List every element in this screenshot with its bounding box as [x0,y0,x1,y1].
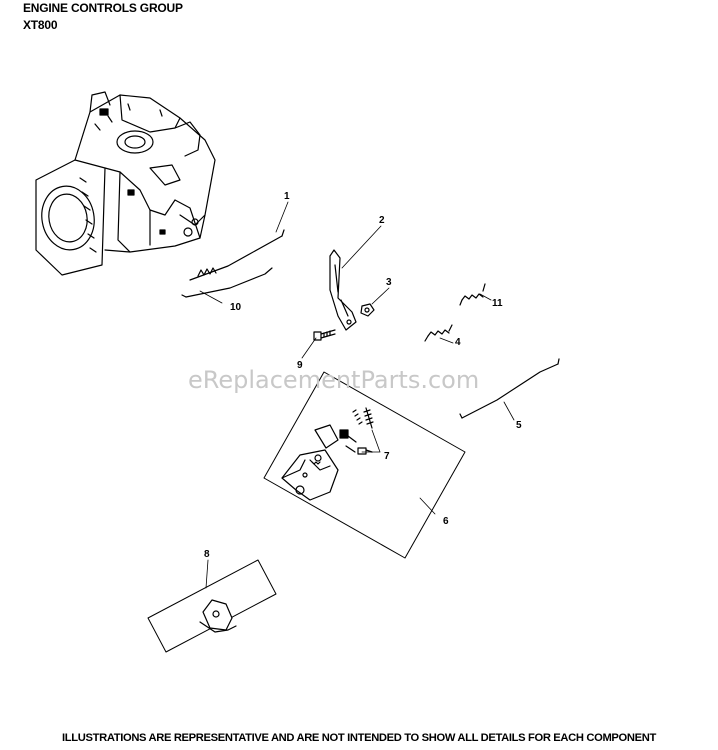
part-10-linkage-rod [181,267,273,298]
part-6-control-bracket-box [263,371,466,559]
part-7-screws [357,407,374,455]
callout-9: 9 [297,360,303,371]
callout-1: 1 [284,191,290,202]
part-4-spring [424,324,453,342]
callout-8: 8 [204,549,210,560]
part-8-bracket-box [147,559,277,653]
part-5-choke-rod [459,358,560,419]
part-1-linkage-rod [189,229,285,281]
part-11-spring [459,283,486,306]
callout-7: 7 [384,451,390,462]
callout-5: 5 [516,420,522,431]
callout-2: 2 [379,215,385,226]
engine-block-illustration [35,91,216,276]
disclaimer-footer: ILLUSTRATIONS ARE REPRESENTATIVE AND ARE… [62,732,656,744]
callout-11: 11 [492,298,503,309]
callout-6: 6 [443,516,449,527]
callout-10: 10 [230,302,242,313]
diagram-title: ENGINE CONTROLS GROUP [23,1,183,15]
part-9-bolt [313,329,336,341]
watermark-text: eReplacementParts.com [188,366,479,394]
part-3-nut [360,303,375,317]
callout-3: 3 [386,277,392,288]
model-number: XT800 [23,18,58,32]
part-2-governor-lever [329,249,357,331]
callout-4: 4 [455,337,461,348]
